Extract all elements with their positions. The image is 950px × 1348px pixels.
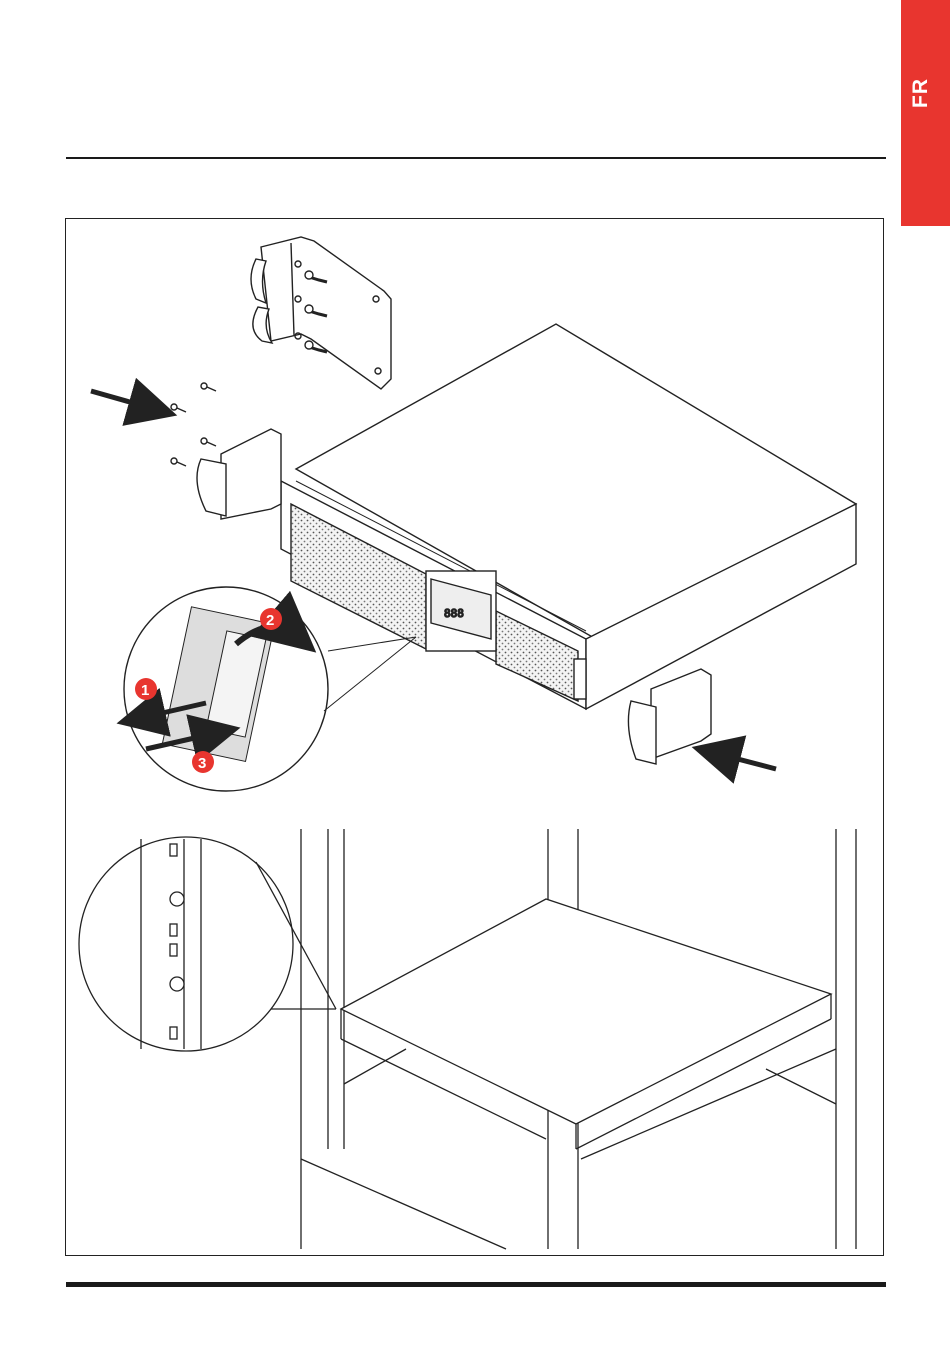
screw-icon <box>171 458 186 466</box>
arrow-icon <box>91 391 158 410</box>
header-rule <box>66 157 886 159</box>
rack-cabinet <box>301 829 856 1249</box>
language-tab: FR <box>901 0 950 226</box>
language-tab-label: FR <box>909 78 933 108</box>
left-bracket-exploded <box>171 383 281 519</box>
svg-text:1: 1 <box>141 682 149 699</box>
screw-icon <box>201 383 216 391</box>
rack-mount-illustration: 888 1 2 3 <box>66 219 885 1257</box>
front-display-readout: 888 <box>444 607 464 620</box>
installation-figure: 888 1 2 3 <box>65 218 884 1256</box>
step-badge-2: 2 <box>260 608 282 630</box>
step-badge-3: 3 <box>192 751 214 773</box>
bracket-detail <box>251 237 391 389</box>
svg-text:2: 2 <box>266 612 274 629</box>
svg-text:3: 3 <box>198 755 206 772</box>
footer-rule <box>66 1282 886 1287</box>
rack-detail-callout <box>79 837 336 1051</box>
ups-unit: 888 <box>281 324 856 709</box>
right-bracket-exploded <box>628 669 711 764</box>
screw-icon <box>201 438 216 446</box>
screw-icon <box>171 404 186 412</box>
step-badge-1: 1 <box>135 678 157 700</box>
arrow-icon <box>711 752 776 769</box>
